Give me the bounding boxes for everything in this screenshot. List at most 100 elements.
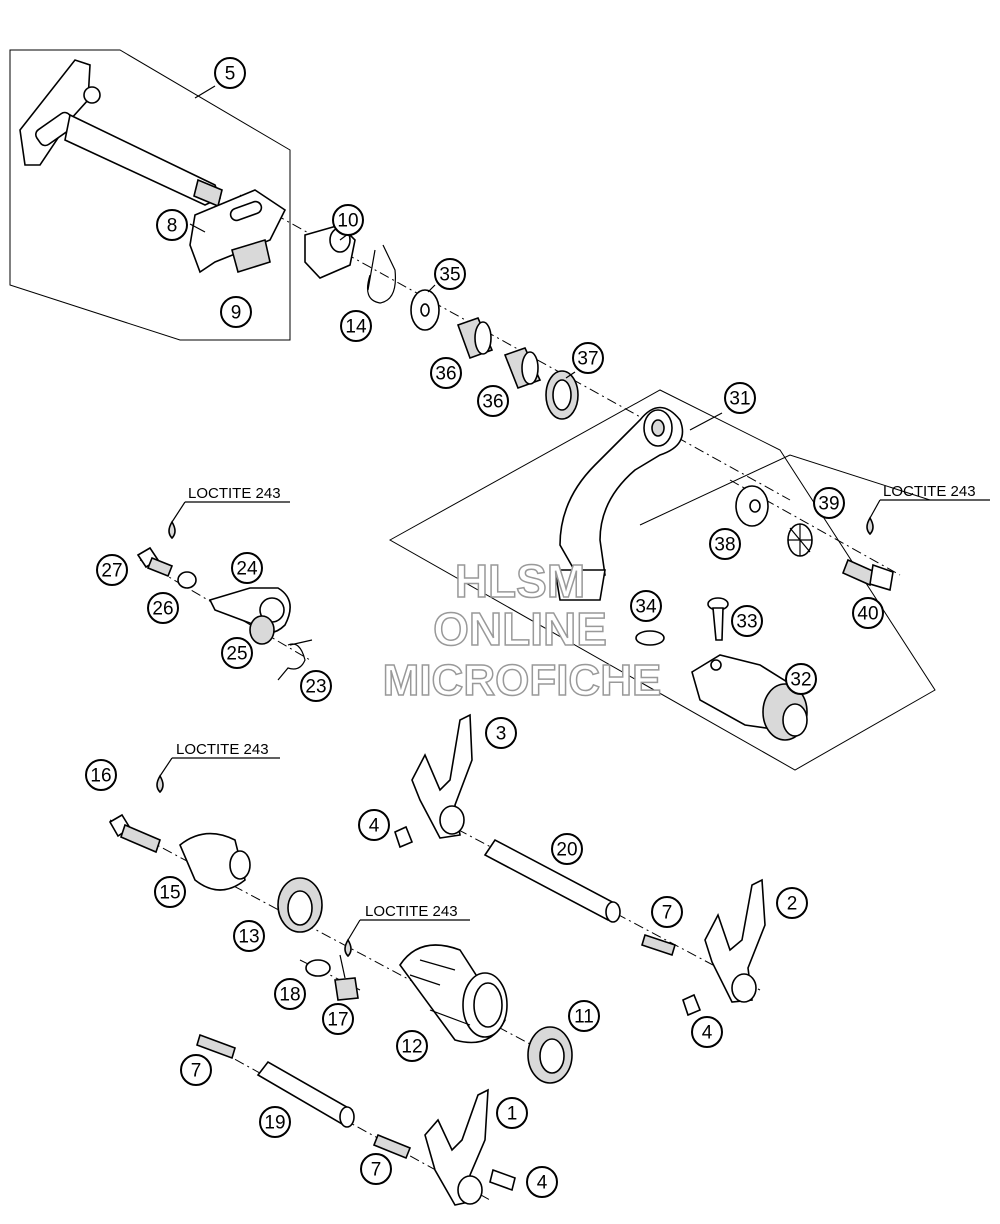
shift-plate: [189, 189, 287, 274]
loctite-label: LOCTITE 243: [365, 903, 458, 920]
callout-number: 17: [327, 1010, 348, 1031]
callout-4: 4: [691, 1016, 723, 1048]
callout-number: 33: [736, 612, 757, 633]
callout-number: 40: [857, 604, 878, 625]
callout-36: 36: [430, 357, 462, 389]
callout-number: 4: [369, 816, 380, 837]
callout-19: 19: [259, 1106, 291, 1138]
callout-27: 27: [96, 554, 128, 586]
watermark-line-1: HLSM: [455, 555, 585, 607]
part-14-spring: [367, 244, 397, 304]
part-26-washer: [177, 571, 197, 589]
callout-17: 17: [322, 1003, 354, 1035]
part-18-washer: [305, 959, 331, 977]
part-7-spring-b: [196, 1033, 236, 1060]
callout-number: 37: [577, 349, 598, 370]
callout-number: 5: [225, 64, 236, 85]
callout-4: 4: [358, 809, 390, 841]
loctite-note-4: LOCTITE 243: [344, 903, 470, 958]
callout-number: 36: [435, 364, 456, 385]
callout-number: 39: [818, 494, 839, 515]
callout-39: 39: [813, 487, 845, 519]
callout-37: 37: [572, 342, 604, 374]
callout-13: 13: [233, 920, 265, 952]
part-39-lockwasher: [787, 523, 813, 557]
callout-25: 25: [221, 637, 253, 669]
part-32-shift-pedal-tip: [691, 654, 808, 741]
callout-5: 5: [214, 57, 246, 89]
watermark-line-2: ONLINE: [433, 603, 607, 655]
callout-number: 23: [305, 677, 326, 698]
callout-20: 20: [551, 833, 583, 865]
callout-number: 31: [729, 389, 750, 410]
loctite-label: LOCTITE 243: [188, 485, 281, 502]
callout-number: 7: [371, 1160, 382, 1181]
callout-number: 26: [152, 599, 173, 620]
callout-number: 19: [264, 1113, 285, 1134]
part-36-bearing-b: [503, 347, 542, 390]
callout-18: 18: [274, 978, 306, 1010]
shift-fork-2: [704, 878, 766, 1003]
callout-number: 24: [236, 559, 258, 580]
loctite-label: LOCTITE 243: [883, 483, 976, 500]
callout-11: 11: [568, 1000, 600, 1032]
part-36-bearing-a: [456, 316, 494, 360]
callout-35: 35: [434, 258, 466, 290]
callout-number: 4: [702, 1023, 713, 1044]
shift-lever-31: [554, 406, 684, 601]
watermark-line-3: MICROFICHE: [383, 656, 662, 705]
callout-number: 20: [556, 840, 577, 861]
callout-10: 10: [332, 204, 364, 236]
part-33-pin: [707, 597, 729, 641]
part-4-pin-a: [394, 825, 414, 849]
callout-7: 7: [180, 1054, 212, 1086]
part-16-bolt: [108, 813, 161, 854]
part-40-bolt: [841, 558, 894, 592]
callout-number: 9: [231, 303, 242, 324]
callout-number: 18: [279, 985, 300, 1006]
callout-2: 2: [776, 887, 808, 919]
callout-23: 23: [300, 670, 332, 702]
callout-36: 36: [477, 385, 509, 417]
callout-number: 27: [101, 561, 122, 582]
part-17-pin: [334, 954, 359, 1001]
callout-14: 14: [340, 310, 372, 342]
callout-number: 11: [574, 1007, 594, 1028]
part-19-rod: [256, 1060, 355, 1128]
callout-40: 40: [852, 597, 884, 629]
shift-fork-3: [411, 713, 473, 839]
callout-number: 3: [496, 724, 507, 745]
callout-number: 36: [482, 392, 503, 413]
shift-fork-1: [424, 1088, 489, 1206]
part-7-spring-c: [372, 1133, 412, 1160]
callout-number: 32: [790, 670, 811, 691]
part-20-rod: [483, 838, 621, 923]
callout-34: 34: [630, 590, 662, 622]
callout-16: 16: [85, 759, 117, 791]
part-23-spring: [277, 639, 313, 681]
callout-number: 1: [507, 1104, 518, 1125]
callout-number: 4: [537, 1173, 548, 1194]
loctite-note-1: LOCTITE 243: [168, 485, 290, 540]
callout-number: 14: [345, 317, 367, 338]
callout-number: 7: [191, 1061, 202, 1082]
callout-7: 7: [360, 1153, 392, 1185]
part-11-bearing: [527, 1026, 573, 1084]
part-4-pin-c: [489, 1168, 516, 1192]
callout-number: 7: [662, 903, 673, 924]
part-15-shift-drum-locating: [179, 832, 251, 891]
group-box-lever-bolt: [639, 454, 931, 526]
callout-1: 1: [496, 1097, 528, 1129]
callout-12: 12: [396, 1030, 428, 1062]
callout-4: 4: [526, 1166, 558, 1198]
loctite-note-2: LOCTITE 243: [866, 483, 990, 536]
part-25-roller: [249, 615, 275, 645]
callout-number: 15: [159, 883, 180, 904]
callout-number: 12: [401, 1037, 422, 1058]
callout-33: 33: [731, 605, 763, 637]
shift-shaft: [19, 59, 223, 208]
loctite-label: LOCTITE 243: [176, 741, 269, 758]
callout-7: 7: [651, 896, 683, 928]
callout-31: 31: [724, 382, 756, 414]
